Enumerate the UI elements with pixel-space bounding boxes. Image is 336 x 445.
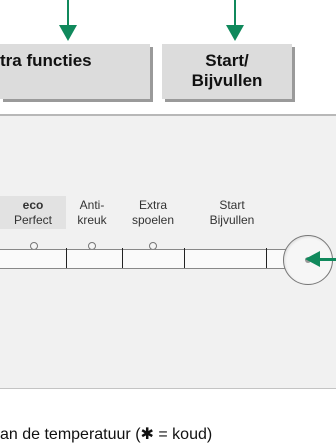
button-divider: [122, 248, 123, 268]
button-strip[interactable]: [0, 249, 318, 269]
callout-line-extra-functies: [67, 0, 69, 26]
start-label-line1: Start/: [205, 51, 249, 70]
callout-line-start-bijvullen: [234, 0, 236, 26]
arrow-down-icon: [226, 25, 244, 41]
footer-text: an de temperatuur (✱ = koud): [0, 426, 213, 443]
option-extra-spoelen: Extra spoelen: [122, 198, 184, 228]
extra-functies-text: tra functies: [0, 51, 92, 70]
option-eco-perfect: eco Perfect: [0, 196, 66, 229]
extra-functies-label: tra functies: [0, 44, 150, 99]
button-divider: [184, 248, 185, 268]
eco-label: eco: [22, 198, 44, 212]
start-label: Start: [219, 198, 245, 212]
spoelen-label: spoelen: [131, 213, 175, 227]
start-label-line2: Bijvullen: [191, 71, 263, 90]
option-start-bijvullen: Start Bijvullen: [194, 198, 270, 228]
arrow-down-icon: [59, 25, 77, 41]
kreuk-label: kreuk: [77, 213, 107, 227]
option-anti-kreuk: Anti- kreuk: [68, 198, 116, 228]
start-bijvullen-label: Start/ Bijvullen: [162, 44, 292, 99]
anti-label: Anti-: [79, 198, 105, 212]
extra-label: Extra: [138, 198, 167, 212]
arrow-left-shaft: [318, 258, 336, 261]
bijvullen-label: Bijvullen: [209, 213, 255, 227]
perfect-label: Perfect: [13, 213, 52, 227]
button-divider: [66, 248, 67, 268]
button-divider: [266, 248, 267, 268]
arrow-left-icon: [305, 251, 320, 267]
